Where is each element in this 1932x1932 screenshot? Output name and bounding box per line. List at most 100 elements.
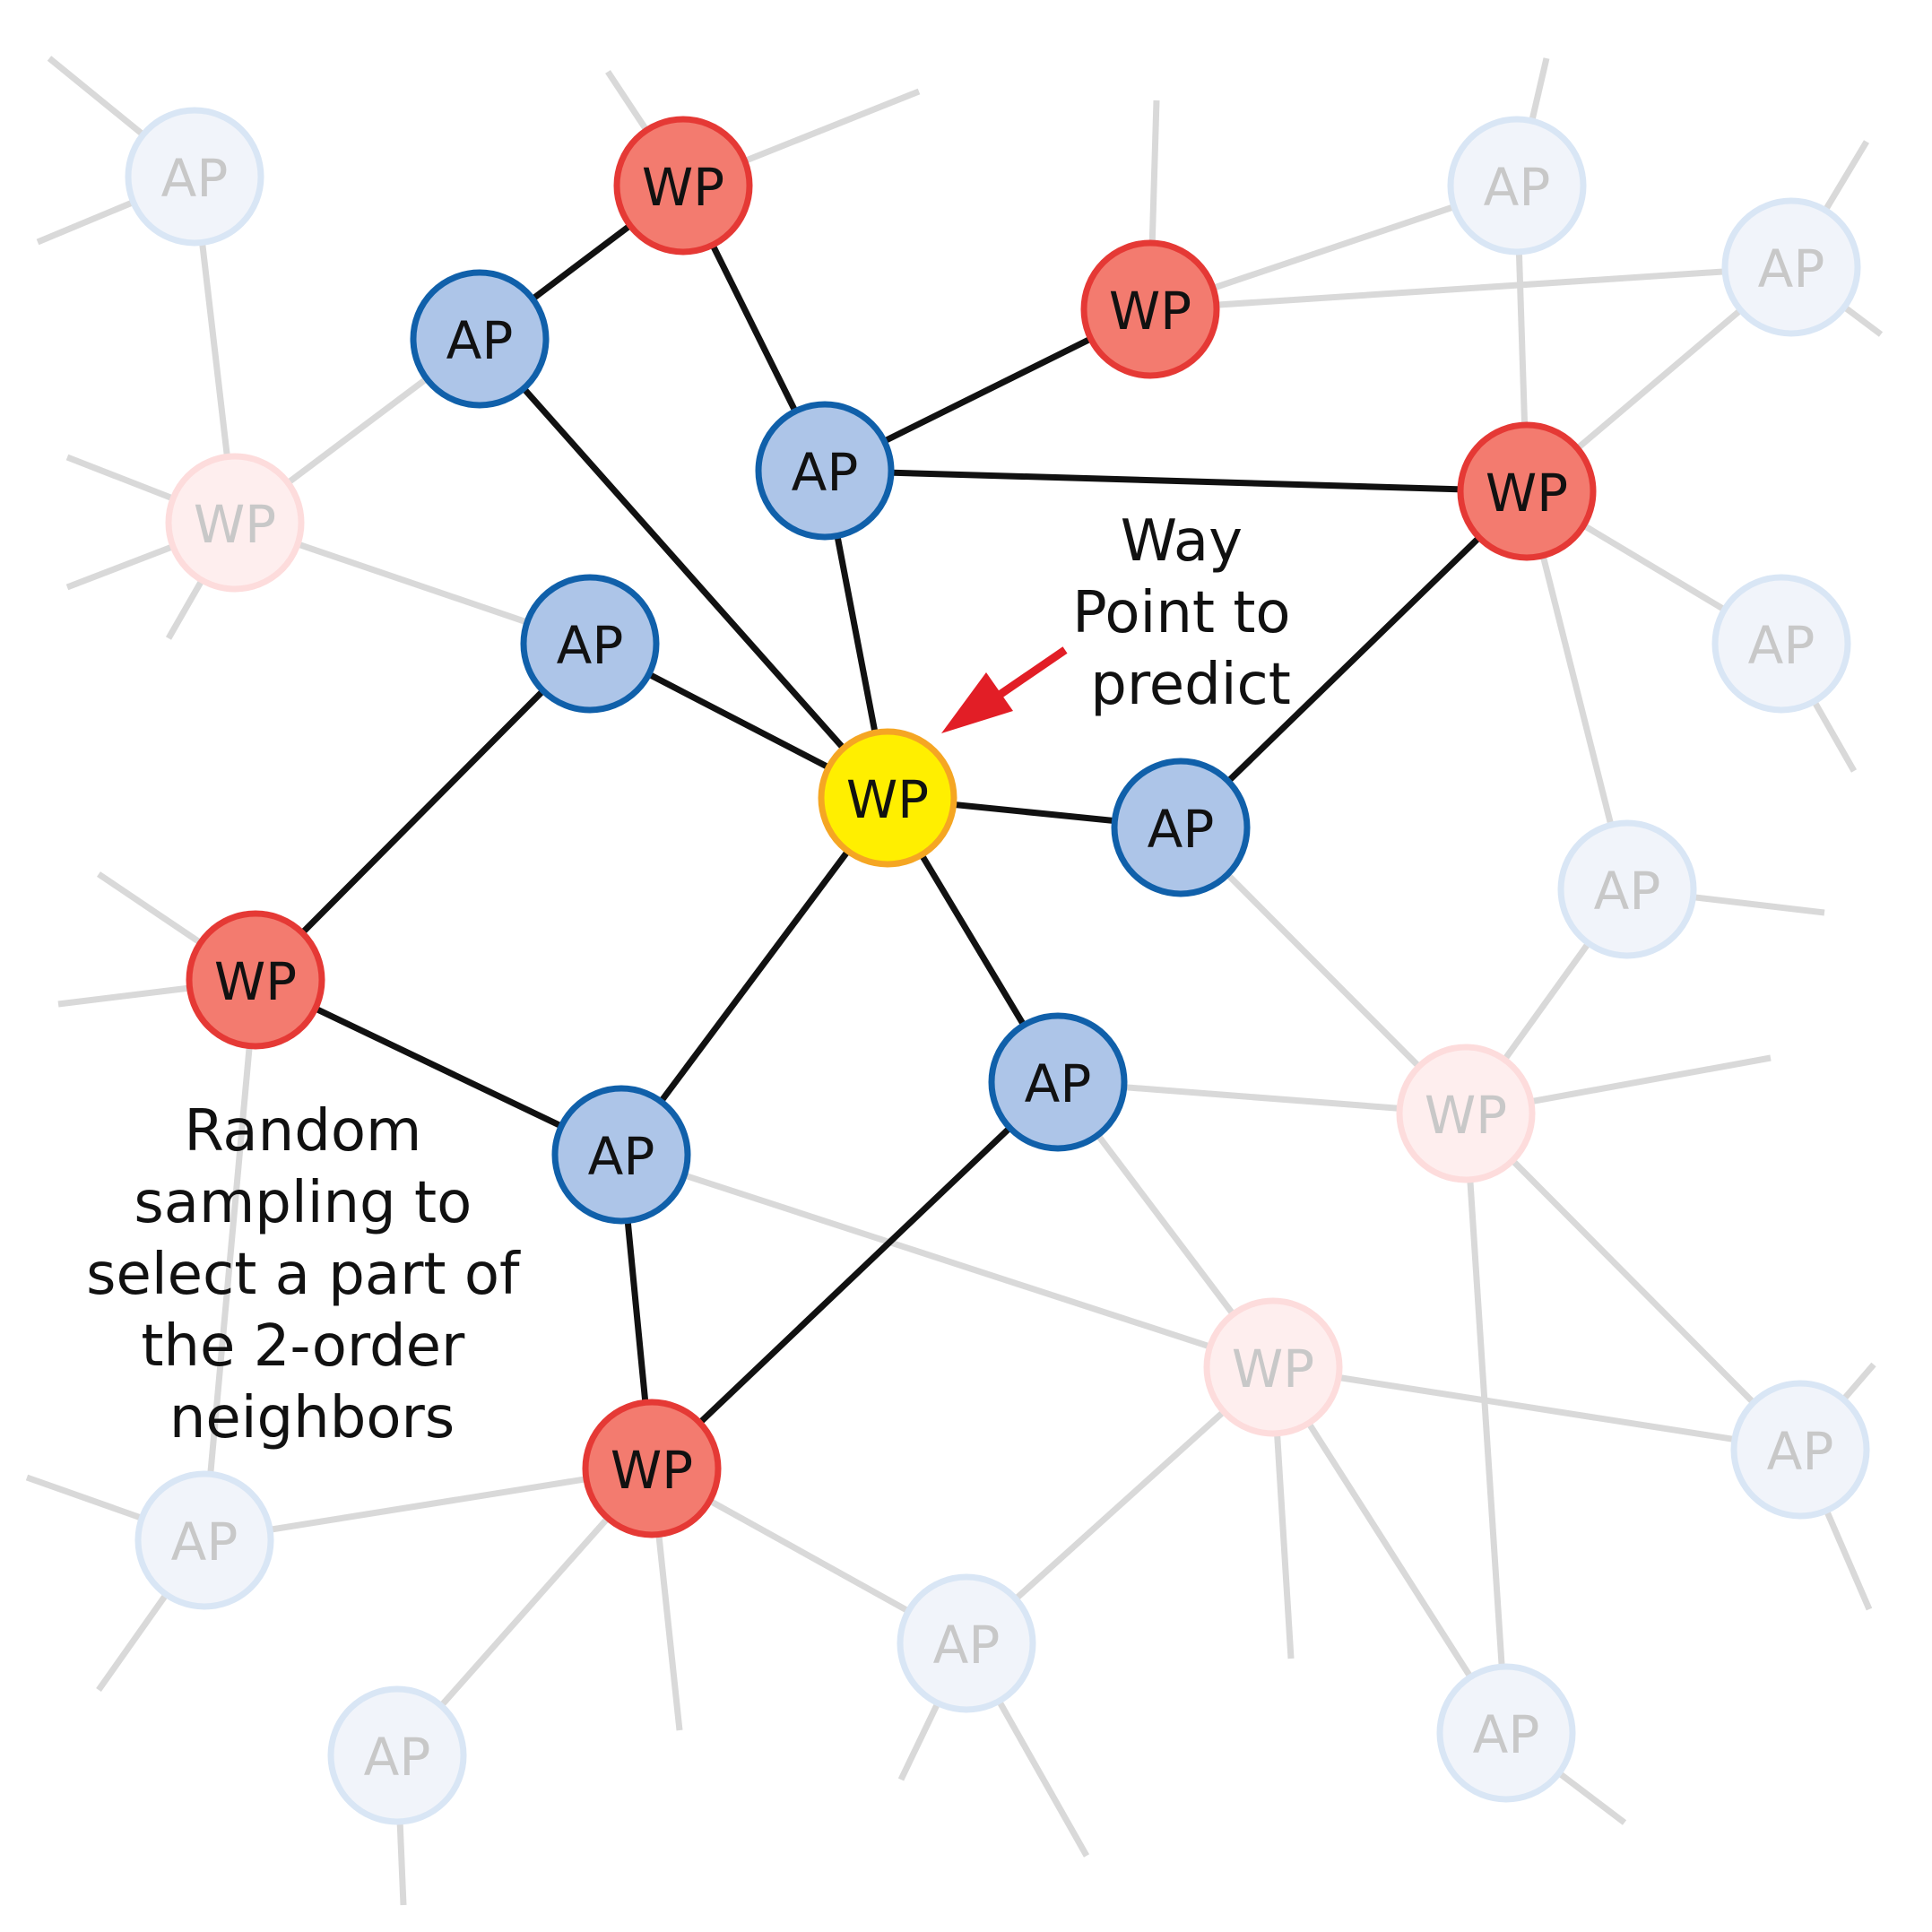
node-circle: [818, 728, 957, 868]
node-circle: [1711, 574, 1851, 714]
target-annotation-line-3: predict: [1090, 652, 1291, 718]
target-annotation: Way Point to predict: [1072, 508, 1309, 718]
node-fap-bottom-left: AP: [134, 1470, 274, 1610]
node-label: WP: [642, 157, 724, 218]
node-label: AP: [1484, 157, 1551, 218]
node-label: AP: [446, 310, 514, 371]
node-circle: [520, 574, 660, 714]
node-label: WP: [194, 494, 276, 555]
node-circle: [165, 453, 305, 593]
node-wp-bottom: WP: [582, 1399, 722, 1538]
node-fap-right1: AP: [1711, 574, 1851, 714]
node-circle: [410, 269, 550, 409]
faded-edge: [1462, 1113, 1510, 1734]
faded-edge: [1463, 1111, 1803, 1452]
node-fap-bottom-mid: AP: [897, 1573, 1036, 1713]
node-ap-bottom-right: AP: [988, 1012, 1128, 1152]
node-label: AP: [792, 442, 859, 503]
node-circle: [1457, 421, 1597, 561]
node-label: AP: [1473, 1704, 1540, 1765]
node-label: WP: [1425, 1085, 1507, 1146]
active-edge: [824, 467, 1528, 495]
node-label: WP: [1109, 281, 1191, 342]
active-edge: [477, 336, 890, 801]
node-label: AP: [171, 1512, 238, 1572]
node-fap-bottom-mid2: AP: [327, 1685, 467, 1825]
node-wp-center: WP: [818, 728, 957, 868]
node-wp-right: WP: [1457, 421, 1597, 561]
node-label: WP: [846, 769, 929, 830]
node-ap-left-mid: AP: [520, 574, 660, 714]
sampling-annotation: Random sampling to select a part of the …: [86, 1098, 538, 1451]
node-circle: [551, 1085, 691, 1225]
node-ap-bottom-left: AP: [551, 1085, 691, 1225]
node-label: AP: [588, 1126, 655, 1187]
sampling-annotation-line-1: Random: [184, 1098, 421, 1165]
node-circle: [1111, 758, 1251, 897]
node-circle: [582, 1399, 722, 1538]
node-label: AP: [1594, 861, 1661, 922]
faded-edge: [1272, 1364, 1801, 1453]
faded-edge: [1270, 1365, 1509, 1735]
node-wp-top-right: WP: [1080, 239, 1220, 379]
node-wp-top: WP: [613, 116, 753, 256]
node-circle: [186, 910, 325, 1050]
node-fap-top-right1: AP: [1447, 116, 1587, 256]
node-circle: [1436, 1663, 1576, 1803]
node-ap-top-mid: AP: [755, 401, 895, 541]
faded-edge: [1149, 264, 1792, 313]
node-fap-right2: AP: [1557, 819, 1697, 959]
node-circle: [1396, 1044, 1536, 1183]
sampling-annotation-line-3: select a part of: [86, 1242, 521, 1308]
arrow-shaft: [994, 646, 1068, 700]
node-fwp-bottom: WP: [1203, 1297, 1343, 1437]
node-circle: [1447, 116, 1587, 256]
active-edge: [649, 1079, 1061, 1471]
node-circle: [1730, 1380, 1870, 1520]
node-fap-top-right2: AP: [1721, 197, 1861, 337]
node-label: AP: [933, 1615, 1001, 1676]
node-fwp-right: WP: [1396, 1044, 1536, 1183]
faded-edge: [201, 979, 259, 1541]
node-fap-bottom-far-right: AP: [1730, 1380, 1870, 1520]
node-circle: [755, 401, 895, 541]
active-edge: [253, 641, 593, 983]
node-fap-top-left: AP: [125, 107, 264, 247]
node-circle: [988, 1012, 1128, 1152]
node-circle: [897, 1573, 1036, 1713]
node-circle: [134, 1470, 274, 1610]
node-circle: [1557, 819, 1697, 959]
sampling-annotation-line-4: the 2-order: [141, 1313, 465, 1380]
node-label: AP: [1025, 1053, 1092, 1114]
node-label: AP: [1148, 799, 1215, 860]
sampling-annotation-line-5: neighbors: [169, 1385, 455, 1451]
nodes: WP AP WP AP WP WP AP AP WP AP AP WP AP WP AP AP AP AP WP WP…: [125, 107, 1870, 1825]
node-label: AP: [557, 615, 624, 676]
node-label: WP: [214, 951, 297, 1012]
node-label: AP: [161, 148, 229, 209]
sampling-annotation-line-2: sampling to: [134, 1170, 472, 1236]
target-annotation-line-2: Point to: [1072, 580, 1291, 646]
node-wp-left: WP: [186, 910, 325, 1050]
target-annotation-line-1: Way: [1121, 508, 1243, 575]
node-label: WP: [1232, 1339, 1314, 1399]
node-circle: [1080, 239, 1220, 379]
arrow-head: [941, 672, 1013, 733]
node-label: AP: [364, 1727, 431, 1788]
node-fap-bottom-right: AP: [1436, 1663, 1576, 1803]
target-arrow: [941, 646, 1068, 733]
faded-edge: [619, 1151, 1275, 1371]
node-label: AP: [1767, 1421, 1834, 1482]
node-circle: [327, 1685, 467, 1825]
node-label: WP: [1486, 463, 1568, 524]
active-edge: [619, 795, 890, 1157]
faded-edge: [204, 1465, 653, 1544]
node-label: AP: [1748, 615, 1815, 676]
node-circle: [613, 116, 753, 256]
node-ap-right-mid: AP: [1111, 758, 1251, 897]
node-fwp-left: WP: [165, 453, 305, 593]
node-label: WP: [611, 1440, 693, 1501]
node-circle: [1721, 197, 1861, 337]
node-circle: [1203, 1297, 1343, 1437]
